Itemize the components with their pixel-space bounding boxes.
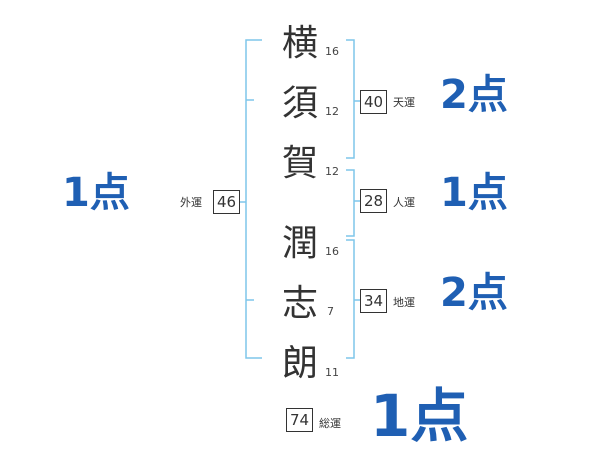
given-char-2-strokes: 7 [327,305,334,318]
given-char-3: 朗 [282,343,319,384]
surname-char-1: 横 [282,23,319,64]
souun-value-box: 74 [286,408,313,432]
jinun-label: 人運 [393,196,415,209]
gaiun-label: 外運 [180,196,202,209]
surname-char-2-strokes: 12 [325,105,339,118]
tenun-value-box: 40 [360,90,387,114]
chiun-label: 地運 [393,296,415,309]
surname-char-1-strokes: 16 [325,45,339,58]
gaiun-score: 1点 [62,170,130,216]
souun-label: 総運 [319,417,341,430]
outer-bracket [245,39,262,359]
tenun-label: 天運 [393,96,415,109]
given-char-3-strokes: 11 [325,366,339,379]
given-char-1-strokes: 16 [325,245,339,258]
surname-char-2: 須 [282,83,319,124]
tenun-score: 2点 [440,72,508,118]
gaiun-value-box: 46 [213,190,240,214]
jinun-bracket [346,169,355,237]
chiun-score: 2点 [440,270,508,316]
given-char-1: 潤 [282,223,319,264]
souun-score: 1点 [370,382,469,450]
jinun-score: 1点 [440,170,508,216]
jinun-value-box: 28 [360,189,387,213]
surname-char-3-strokes: 12 [325,165,339,178]
tenun-bracket [346,39,355,159]
surname-char-3: 賀 [282,143,319,184]
chiun-bracket [346,239,355,359]
chiun-value-box: 34 [360,289,387,313]
given-char-2: 志 [282,283,319,324]
